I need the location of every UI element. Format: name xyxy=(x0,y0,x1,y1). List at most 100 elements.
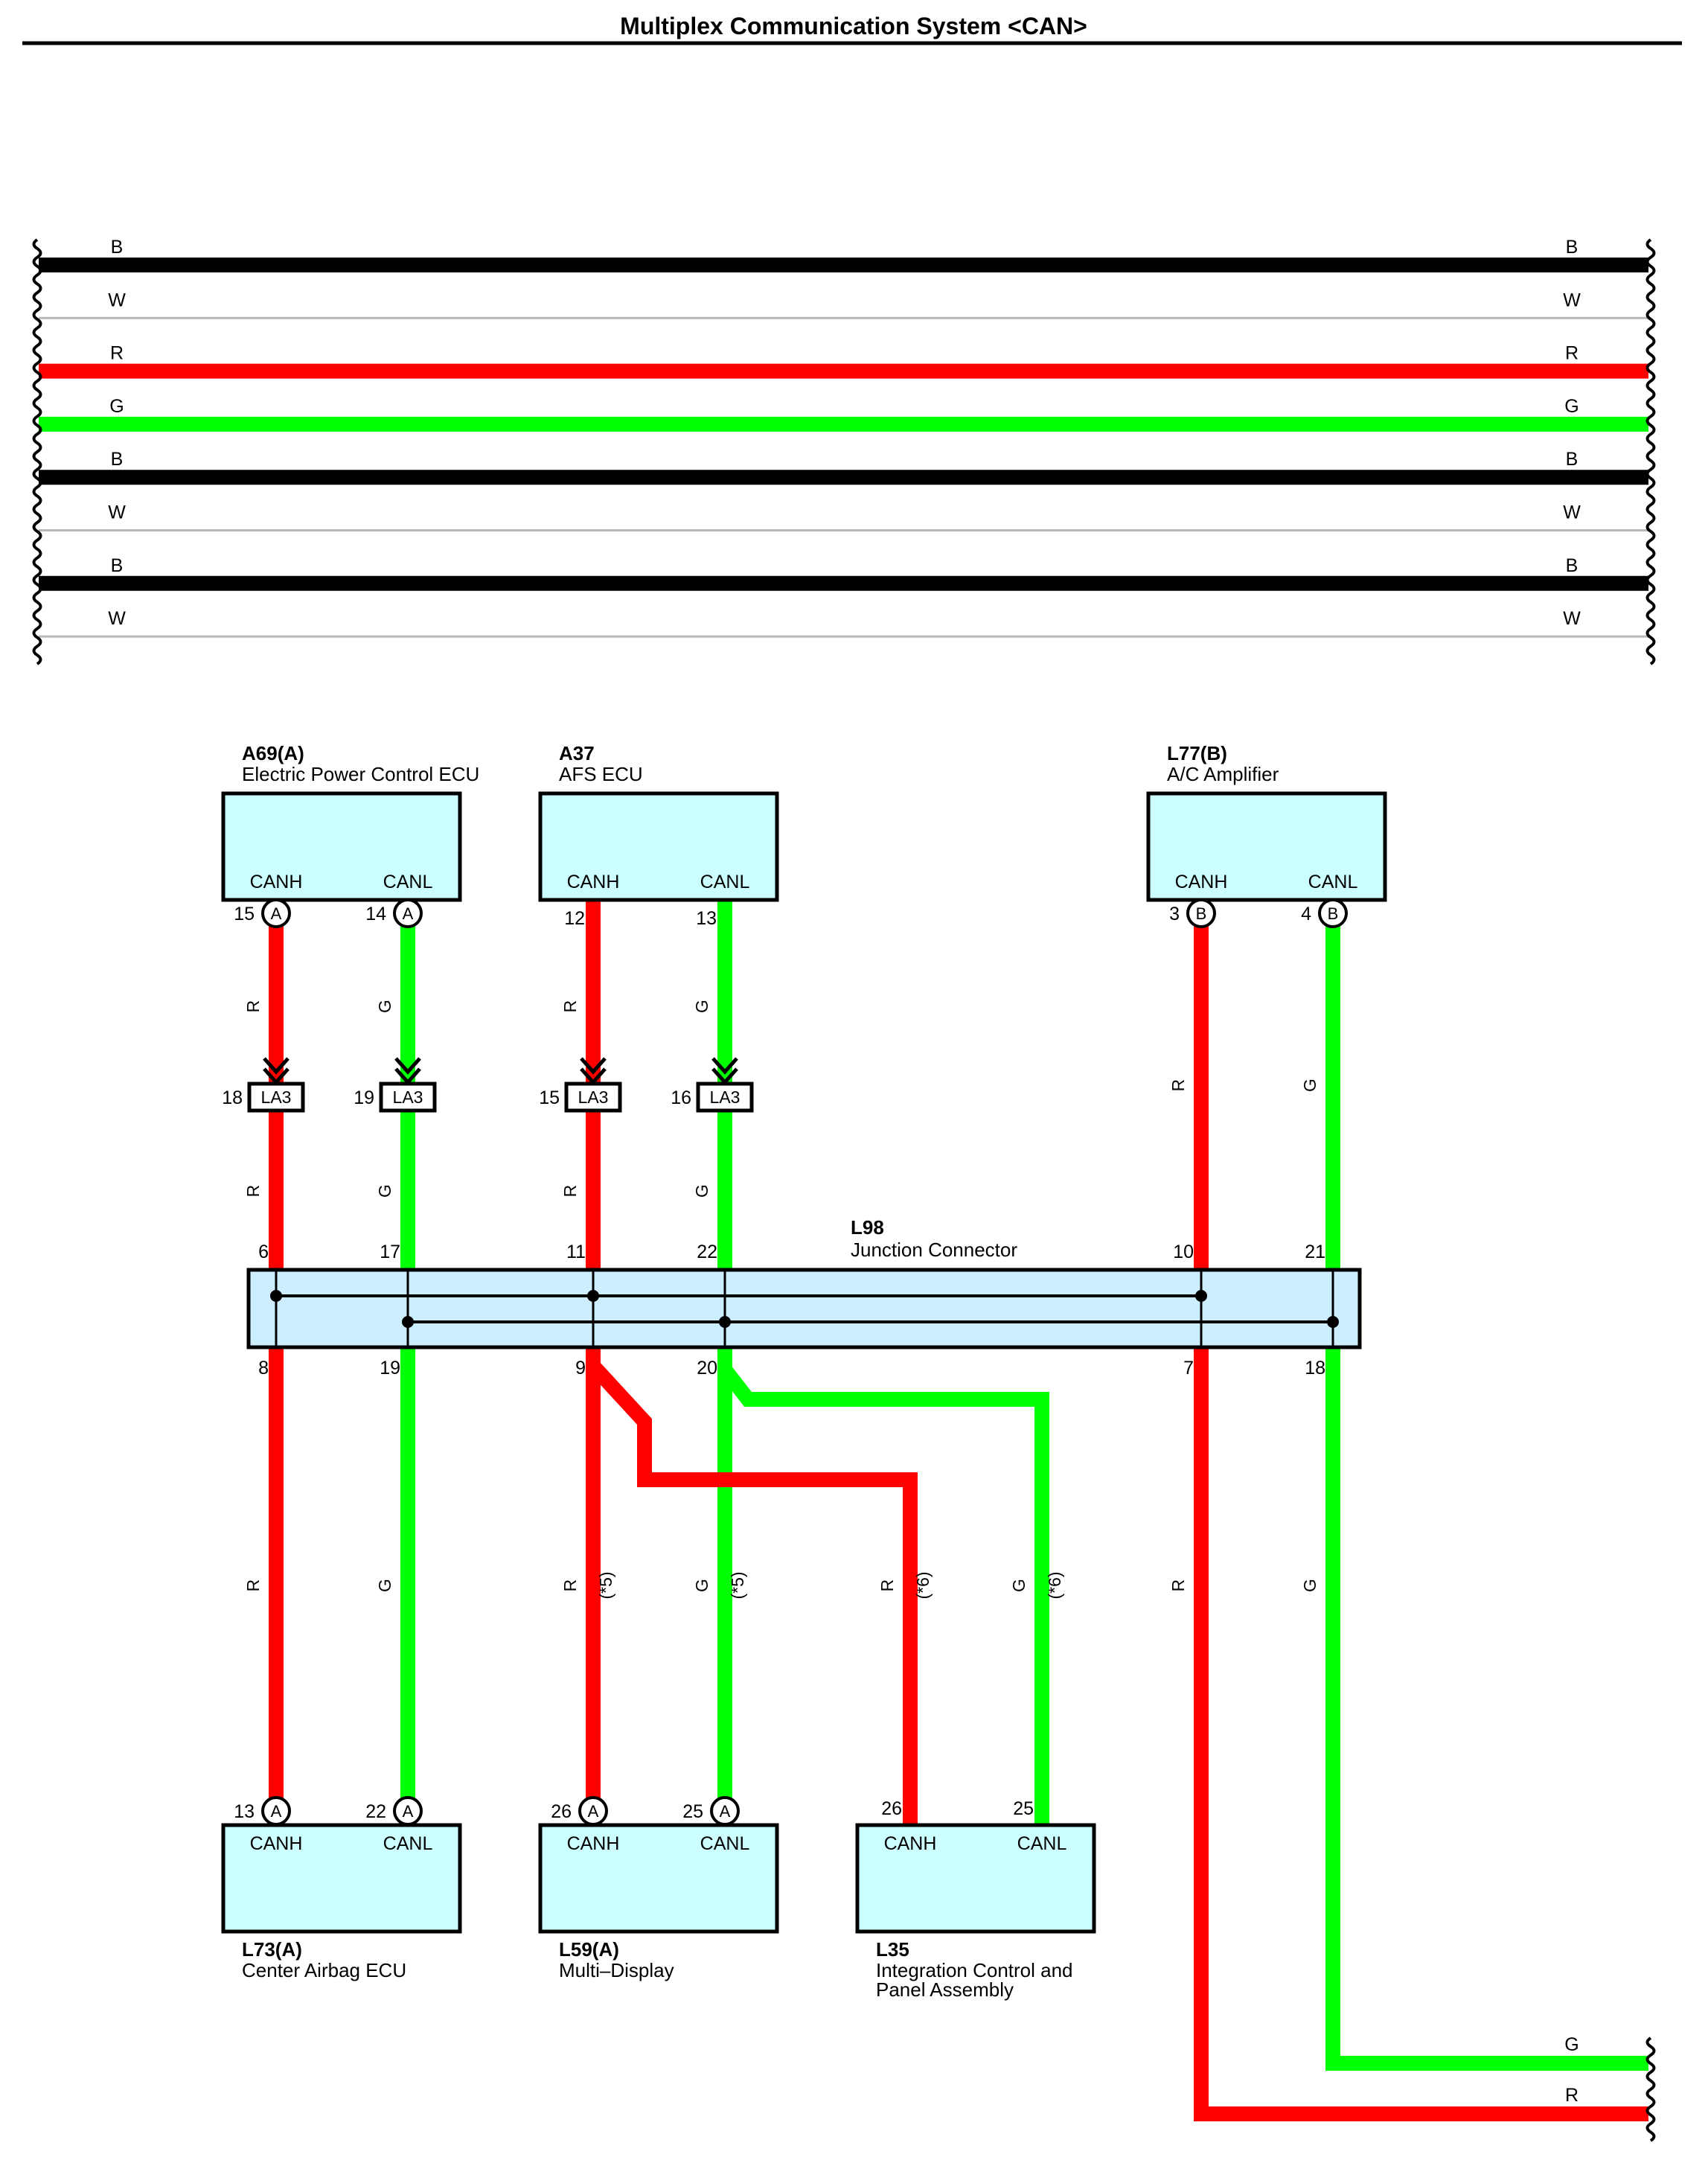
component-code: L35 xyxy=(876,1938,909,1961)
connector-la3-16: LA3 16 xyxy=(671,1057,754,1113)
connector-box xyxy=(696,1082,754,1113)
harness-break-exit xyxy=(1645,2036,1656,2142)
junction-top-pin: 6 xyxy=(258,1242,269,1262)
bus-wire-label-left: W xyxy=(108,608,126,629)
component-l59: 26 A 25 A CANH CANL L59(A) Multi–Display xyxy=(538,1796,779,1981)
pin-label-canh: CANH xyxy=(884,1833,937,1854)
wire-color-label: R xyxy=(243,1579,263,1592)
pin-badge: A xyxy=(271,904,282,923)
splice-dot xyxy=(402,1316,414,1328)
connector-code: LA3 xyxy=(710,1087,741,1107)
bus-wire-label-right: W xyxy=(1563,608,1581,629)
component-name: A/C Amplifier xyxy=(1167,763,1279,785)
pin-label-canl: CANL xyxy=(383,872,433,892)
wire-l35-canl-branch xyxy=(719,1364,1049,1825)
wire-color-label: G xyxy=(1300,1079,1320,1092)
splice-dot xyxy=(1195,1290,1207,1302)
component-l73: 13 A 22 A CANH CANL L73(A) Center Airbag… xyxy=(221,1796,462,1981)
component-box xyxy=(221,1823,462,1934)
pin-number: 26 xyxy=(881,1798,902,1819)
component-box xyxy=(538,791,779,902)
wire-color-label: R xyxy=(1168,1579,1188,1592)
component-code: A69(A) xyxy=(242,742,304,764)
pin-badge: B xyxy=(1328,904,1339,923)
harness-break-right xyxy=(1645,238,1656,665)
pin-label-canh: CANH xyxy=(250,1833,303,1854)
splice-dot xyxy=(719,1316,731,1328)
junction-name: Junction Connector xyxy=(851,1239,1017,1261)
pin-number: 13 xyxy=(234,1801,255,1822)
pin-label-canh: CANH xyxy=(1175,872,1228,892)
wire-color-label: R xyxy=(243,1000,263,1013)
wire-color-label: G xyxy=(375,1000,394,1013)
wire-color-label: G xyxy=(692,1000,711,1013)
pin-badge: A xyxy=(271,1802,282,1821)
pin-label-canh: CANH xyxy=(250,872,303,892)
wire-color-label: R xyxy=(560,1185,580,1198)
pin-badge-circle xyxy=(1318,898,1348,928)
connector-box xyxy=(564,1082,622,1113)
pin-label-canl: CANL xyxy=(1308,872,1358,892)
pin-number: 12 xyxy=(564,908,585,929)
component-box xyxy=(1146,791,1387,902)
component-name: Multi–Display xyxy=(559,1959,674,1981)
connector-pin: 18 xyxy=(222,1087,243,1108)
pin-label-canl: CANL xyxy=(700,1833,750,1854)
splice-dot xyxy=(270,1290,282,1302)
junction-bottom-pin: 19 xyxy=(380,1358,400,1378)
pin-badge: A xyxy=(403,1802,414,1821)
component-code: L59(A) xyxy=(559,1938,619,1961)
bus-wire-label-left: B xyxy=(111,555,124,576)
bus-wire-label-left: B xyxy=(111,237,124,258)
harness-break-left xyxy=(32,238,42,665)
connector-arrow xyxy=(580,1057,607,1075)
component-l35: 26 25 CANH CANL L35 Integration Control … xyxy=(855,1798,1096,2001)
connector-pin: 15 xyxy=(539,1087,560,1108)
junction-code: L98 xyxy=(851,1216,884,1239)
pin-number: 4 xyxy=(1301,904,1311,924)
wire-color-label: R xyxy=(560,1000,580,1013)
pin-badge: A xyxy=(720,1802,731,1821)
bus-wire-label-right: R xyxy=(1565,343,1579,364)
junction-pin-columns xyxy=(275,1270,1334,1347)
connector-box xyxy=(247,1082,305,1113)
wire-color-label: R xyxy=(1168,1079,1188,1092)
pin-label-canh: CANH xyxy=(567,1833,620,1854)
component-code: L73(A) xyxy=(242,1938,302,1961)
pin-label-canl: CANL xyxy=(383,1833,433,1854)
bus-wire-label-right: B xyxy=(1566,555,1579,576)
wire-l77-canl xyxy=(1325,921,1648,2071)
connector-code: LA3 xyxy=(393,1087,423,1107)
pin-label-canh: CANH xyxy=(567,872,620,892)
wire-color-label: G xyxy=(692,1579,711,1592)
junction-box xyxy=(246,1268,1362,1349)
harness-exit: GR xyxy=(1564,2034,1656,2142)
junction-top-pin: 17 xyxy=(380,1242,400,1262)
bus-wire-label-left: W xyxy=(108,502,126,523)
connector-pin: 19 xyxy=(354,1087,374,1108)
pin-badge: A xyxy=(588,1802,599,1821)
splice-dot xyxy=(1327,1316,1339,1328)
bus-wire-label-right: W xyxy=(1563,502,1581,523)
component-box xyxy=(221,791,462,902)
wire-option-note: (*5) xyxy=(596,1571,615,1599)
junction-top-pin: 21 xyxy=(1305,1242,1325,1262)
connector-pin: 16 xyxy=(671,1087,691,1108)
exit-wire-label: R xyxy=(1565,2085,1579,2106)
pin-number: 22 xyxy=(365,1801,386,1822)
wire-l35-canh-branch xyxy=(587,1361,918,1825)
pin-number: 25 xyxy=(1013,1798,1034,1819)
page-title: Multiplex Communication System <CAN> xyxy=(620,13,1087,39)
component-a69: A69(A) Electric Power Control ECU CANH C… xyxy=(221,742,479,928)
bus-wire-label-right: W xyxy=(1563,290,1581,310)
junction-bottom-pin: 8 xyxy=(258,1358,269,1378)
wire-color-label: G xyxy=(1009,1579,1029,1592)
connector-arrow xyxy=(263,1057,290,1075)
pin-badge-circle xyxy=(1186,898,1216,928)
component-name-line2: Panel Assembly xyxy=(876,1978,1014,2001)
wire-color-label: R xyxy=(877,1579,897,1592)
connector-box xyxy=(379,1082,437,1113)
wire-option-note: (*5) xyxy=(728,1571,747,1599)
